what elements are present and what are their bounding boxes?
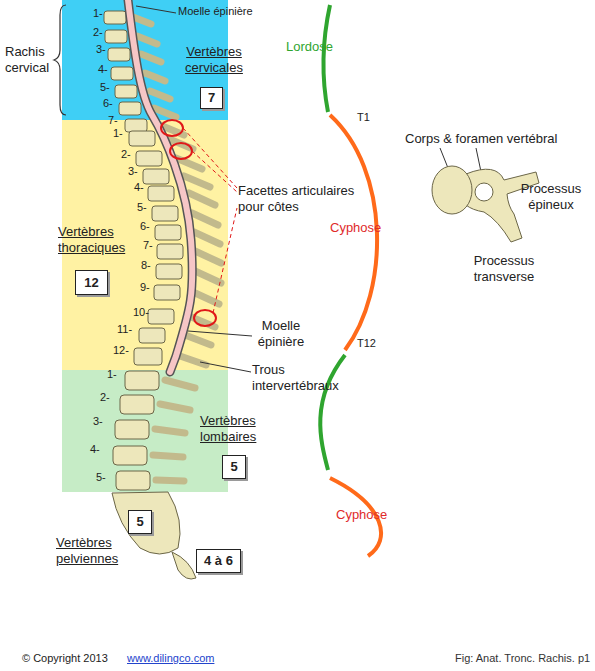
- node-text: Vertèbres thoraciques: [58, 224, 138, 256]
- part-label: Moelle épinière: [178, 5, 253, 18]
- vertebra-number: 2-: [93, 26, 103, 39]
- count-box: 5: [222, 455, 246, 479]
- level-label: T1: [357, 111, 370, 124]
- curve-label: Cyphose: [336, 507, 387, 523]
- vertebra-number: 7-: [143, 239, 153, 252]
- vertebra-number: 3-: [96, 43, 106, 56]
- spinous-process: [156, 480, 184, 481]
- vertebra-body: [116, 471, 150, 490]
- vertebra-body: [152, 206, 178, 221]
- vertebra-body: [125, 371, 159, 390]
- node-text: 4 à 6: [204, 553, 233, 569]
- copyright-note: © Copyright 2013: [22, 652, 108, 665]
- vertebra-number: 10-: [133, 306, 149, 319]
- count-box: 7: [200, 87, 223, 109]
- vertebra-body: [125, 119, 147, 132]
- figure-caption: Fig: Anat. Tronc. Rachis. p1: [455, 652, 590, 665]
- vertebra-number: 5-: [100, 81, 110, 94]
- vertebra-number: 4-: [134, 181, 144, 194]
- vertebra-body: [148, 309, 174, 324]
- coccyx: [172, 552, 196, 579]
- vertebra-number: 3-: [93, 415, 103, 428]
- spinous-process: [153, 455, 183, 457]
- vertebra-body: [148, 186, 174, 201]
- part-label: Corps & foramen vertébral: [405, 131, 585, 147]
- vertebra-body: [139, 328, 165, 343]
- spinous-process: [155, 429, 185, 433]
- lordosis-curve: [320, 355, 345, 470]
- part-label: Processus épineux: [516, 181, 586, 213]
- vertebra-body: [156, 264, 182, 279]
- website-link: www.dilingco.com: [127, 652, 214, 665]
- vertebra-body: [143, 169, 169, 184]
- node-text: 12: [84, 275, 98, 291]
- vertebra-number: 8-: [141, 259, 151, 272]
- vertebra-body: [108, 48, 130, 61]
- vertebra-body: [136, 151, 162, 166]
- vertebra-body: [120, 395, 154, 414]
- vertebra-body: [111, 67, 133, 80]
- vertebra-body: [157, 244, 183, 259]
- vertebra-number: 5-: [137, 201, 147, 214]
- curve-label: Cyphose: [330, 220, 381, 236]
- vertebra-body: [134, 348, 162, 365]
- vertebra-body: [115, 85, 137, 98]
- vertebra-body: [105, 30, 127, 43]
- part-label: Facettes articulaires pour côtes: [238, 183, 358, 215]
- sacrum: [112, 492, 180, 554]
- vertebra-number: 6-: [140, 220, 150, 233]
- node-text: 5: [136, 514, 143, 530]
- vertebra-number: 2-: [121, 148, 131, 161]
- vertebra-body: [115, 420, 149, 439]
- vertebra-number: 3-: [128, 165, 138, 178]
- vertebra-body: [113, 446, 147, 465]
- node-text: 7: [208, 90, 215, 106]
- curve-label: Lordose: [286, 39, 333, 55]
- part-label: Moelle épinière: [250, 318, 312, 350]
- vertebra-number: 2-: [100, 391, 110, 404]
- vertebra-arch: [466, 169, 539, 242]
- vertebra-number: 9-: [140, 281, 150, 294]
- vertebra-number: 4-: [90, 443, 100, 456]
- vertebra-body: [129, 131, 155, 146]
- region-label: Vertèbres pelviennes: [56, 535, 138, 567]
- vertebra-body: [432, 166, 472, 214]
- vertebra-number: 11-: [117, 323, 132, 336]
- vertebra-body: [119, 102, 141, 115]
- part-label: Processus transverse: [462, 253, 546, 285]
- vertebra-body: [155, 225, 181, 240]
- vertebra-number: 1-: [113, 127, 123, 140]
- count-box: 5: [128, 510, 152, 534]
- count-box: 4 à 6: [196, 549, 241, 573]
- vertebra-number: 7-: [108, 114, 118, 127]
- vertebra-number: 12-: [113, 344, 129, 357]
- vertebra-number: 1-: [107, 368, 117, 381]
- node-text: Vertèbres cervicales: [174, 44, 254, 76]
- count-box: 12: [75, 270, 108, 295]
- vertebra-number: 4-: [98, 63, 108, 76]
- region-label: Rachis cervical: [5, 44, 55, 76]
- vertebra-number: 1-: [93, 7, 103, 20]
- vertebra-body: [104, 11, 126, 24]
- vertebral-foramen: [475, 183, 493, 201]
- node-text: Vertèbres lombaires: [200, 413, 272, 445]
- vertebra-body: [154, 285, 180, 300]
- vertebra-number: 5-: [96, 471, 106, 484]
- part-label: Trous intervertébraux: [252, 362, 344, 394]
- level-label: T12: [357, 337, 376, 350]
- node-text: 5: [230, 459, 237, 475]
- lordosis-curve: [323, 5, 330, 112]
- vertebra-number: 6-: [103, 97, 113, 110]
